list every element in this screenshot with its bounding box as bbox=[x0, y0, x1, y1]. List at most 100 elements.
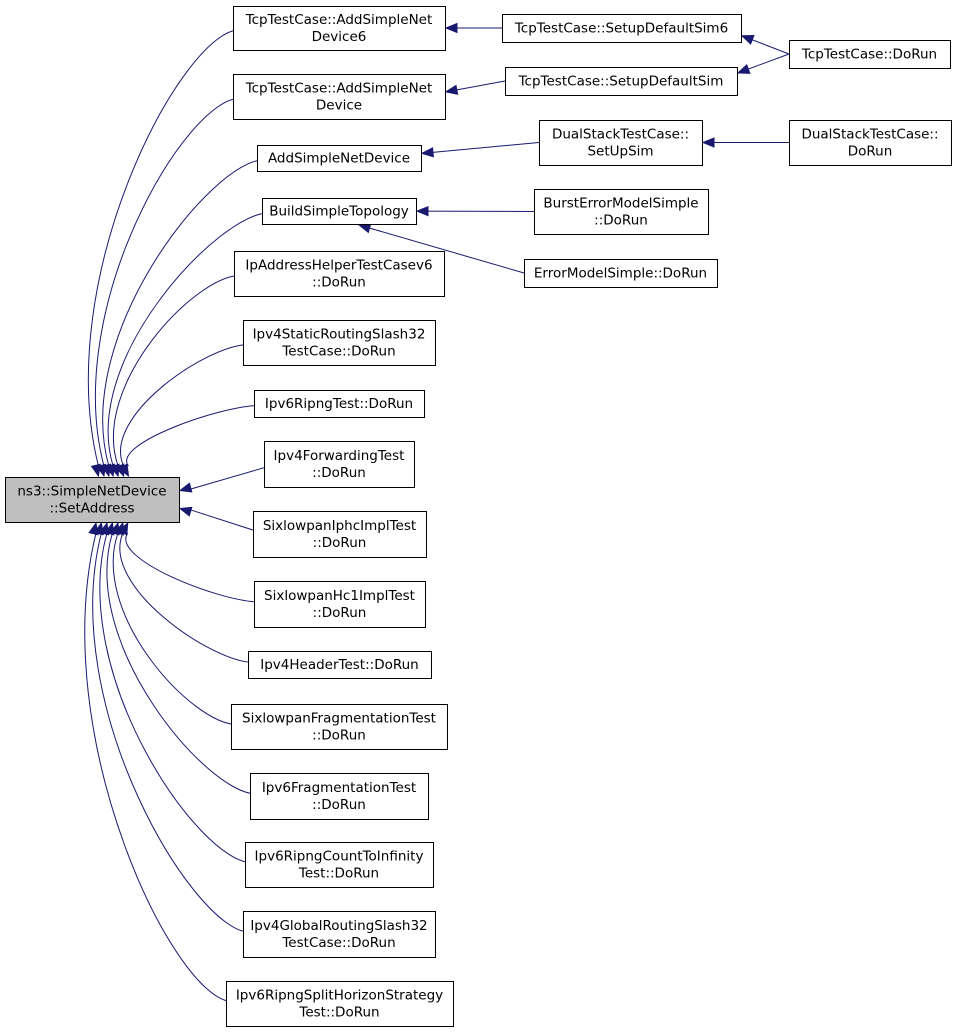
node-box bbox=[245, 842, 434, 888]
node-box bbox=[234, 251, 445, 297]
arrowhead bbox=[420, 147, 434, 158]
arrowhead bbox=[357, 223, 372, 234]
edge-tcp_dorun-to-tcp_setup bbox=[736, 53, 790, 74]
node-label: Ipv6FragmentationTest bbox=[262, 780, 416, 796]
node-label: ::DoRun bbox=[312, 465, 366, 481]
node-ipv4_fwd[interactable]: Ipv4ForwardingTest::DoRun bbox=[264, 441, 415, 488]
edge-line bbox=[84, 532, 233, 1002]
node-label: ::DoRun bbox=[313, 535, 367, 551]
node-tcp_dorun[interactable]: TcpTestCase::DoRun bbox=[789, 40, 951, 69]
node-box bbox=[534, 189, 709, 235]
edge-line bbox=[106, 532, 257, 795]
node-label: SixlowpanIphcImplTest bbox=[263, 518, 416, 534]
edge-line bbox=[102, 159, 264, 467]
node-build_topo[interactable]: BuildSimpleTopology bbox=[262, 198, 417, 225]
edge-sixlowpan_iphc-to-root bbox=[178, 506, 260, 533]
edge-tcp_setup-to-tcp_add bbox=[444, 80, 506, 95]
node-label: TcpTestCase::AddSimpleNet bbox=[245, 12, 433, 28]
arrowhead bbox=[701, 137, 715, 148]
edge-tcp_add-to-root bbox=[94, 98, 240, 478]
node-dual_dorun[interactable]: DualStackTestCase::DoRun bbox=[789, 120, 952, 166]
edge-line bbox=[358, 224, 525, 274]
node-label: DualStackTestCase:: bbox=[801, 127, 938, 143]
edge-line bbox=[112, 275, 241, 467]
edge-ipv4_fwd-to-root bbox=[178, 465, 271, 493]
node-label: ::DoRun bbox=[312, 275, 366, 291]
edge-tcp_setup6-to-tcp_add6 bbox=[444, 22, 502, 34]
node-box bbox=[248, 651, 432, 679]
node-ipv4_header[interactable]: Ipv4HeaderTest::DoRun bbox=[248, 651, 432, 679]
node-box bbox=[505, 67, 738, 96]
edge-line bbox=[126, 405, 261, 467]
arrowhead bbox=[740, 35, 755, 45]
edge-line bbox=[421, 142, 540, 154]
node-add_simple[interactable]: AddSimpleNetDevice bbox=[257, 145, 422, 172]
node-label: ::DoRun bbox=[312, 728, 366, 744]
node-label: TcpTestCase::SetupDefaultSim bbox=[518, 74, 724, 90]
node-root[interactable]: ns3::SimpleNetDevice::SetAddress bbox=[5, 477, 180, 523]
node-label: ErrorModelSimple::DoRun bbox=[534, 266, 707, 282]
node-box bbox=[264, 441, 415, 488]
node-tcp_add[interactable]: TcpTestCase::AddSimpleNetDevice bbox=[233, 74, 446, 120]
node-tcp_setup6[interactable]: TcpTestCase::SetupDefaultSim6 bbox=[502, 14, 742, 43]
node-tcp_setup[interactable]: TcpTestCase::SetupDefaultSim bbox=[505, 67, 738, 96]
node-sixlowpan_iphc[interactable]: SixlowpanIphcImplTest::DoRun bbox=[253, 511, 427, 558]
node-err_model[interactable]: ErrorModelSimple::DoRun bbox=[524, 259, 718, 288]
arrowhead bbox=[118, 463, 130, 478]
edge-ipv6_ripng-to-root bbox=[118, 405, 261, 478]
edge-line bbox=[92, 532, 250, 933]
edge-dual_dorun-to-dual_setup bbox=[701, 137, 789, 148]
edge-tcp_dorun-to-tcp_setup6 bbox=[740, 35, 790, 55]
edge-sixlowpan_frag-to-root bbox=[109, 521, 238, 725]
node-burst_err[interactable]: BurstErrorModelSimple::DoRun bbox=[534, 189, 709, 235]
node-label: ns3::SimpleNetDevice bbox=[17, 484, 166, 500]
edge-line bbox=[125, 532, 261, 603]
arrowhead bbox=[88, 521, 99, 536]
node-ipv6_ripng[interactable]: Ipv6RipngTest::DoRun bbox=[254, 390, 425, 418]
node-box bbox=[254, 390, 425, 418]
node-box bbox=[250, 773, 429, 820]
node-sixlowpan_hc1[interactable]: SixlowpanHc1ImplTest::DoRun bbox=[254, 581, 426, 628]
node-box bbox=[231, 704, 448, 750]
arrowhead bbox=[415, 205, 429, 217]
node-label: DualStackTestCase:: bbox=[552, 127, 689, 143]
arrowhead bbox=[736, 63, 751, 74]
node-box bbox=[233, 74, 446, 120]
edge-add_simple-to-root bbox=[100, 159, 264, 478]
node-box bbox=[226, 981, 454, 1027]
node-ipv6_frag[interactable]: Ipv6FragmentationTest::DoRun bbox=[250, 773, 429, 820]
edge-ipaddr_v6-to-root bbox=[109, 275, 241, 478]
node-label: AddSimpleNetDevice bbox=[268, 151, 410, 167]
node-label: Ipv4HeaderTest::DoRun bbox=[260, 657, 419, 673]
node-label: SetUpSim bbox=[587, 144, 653, 160]
node-label: Ipv4StaticRoutingSlash32 bbox=[253, 327, 426, 343]
node-ipaddr_v6[interactable]: IpAddressHelperTestCasev6::DoRun bbox=[234, 251, 445, 297]
node-label: ::DoRun bbox=[312, 797, 366, 813]
edge-line bbox=[120, 344, 250, 467]
node-label: IpAddressHelperTestCasev6 bbox=[245, 258, 432, 274]
node-label: ::SetAddress bbox=[49, 501, 134, 517]
node-label: Ipv6RipngSplitHorizonStrategy bbox=[236, 988, 443, 1004]
node-box bbox=[539, 120, 703, 166]
edge-line bbox=[112, 532, 238, 725]
node-box bbox=[253, 511, 427, 558]
node-dual_setup[interactable]: DualStackTestCase::SetUpSim bbox=[539, 120, 703, 166]
node-box bbox=[254, 581, 426, 628]
edge-ipv4_header-to-root bbox=[114, 521, 255, 663]
node-label: Test::DoRun bbox=[298, 1005, 379, 1021]
nodes: ns3::SimpleNetDevice::SetAddress TcpTestC… bbox=[5, 6, 952, 1027]
edge-ripng_split-to-root bbox=[84, 521, 233, 1002]
arrowhead bbox=[444, 22, 458, 34]
node-box bbox=[243, 911, 436, 958]
node-label: Ipv4GlobalRoutingSlash32 bbox=[250, 918, 427, 934]
node-label: ::DoRun bbox=[594, 213, 648, 229]
node-label: TcpTestCase::AddSimpleNet bbox=[245, 81, 433, 97]
node-sixlowpan_frag[interactable]: SixlowpanFragmentationTest::DoRun bbox=[231, 704, 448, 750]
node-label: TestCase::DoRun bbox=[281, 935, 395, 951]
